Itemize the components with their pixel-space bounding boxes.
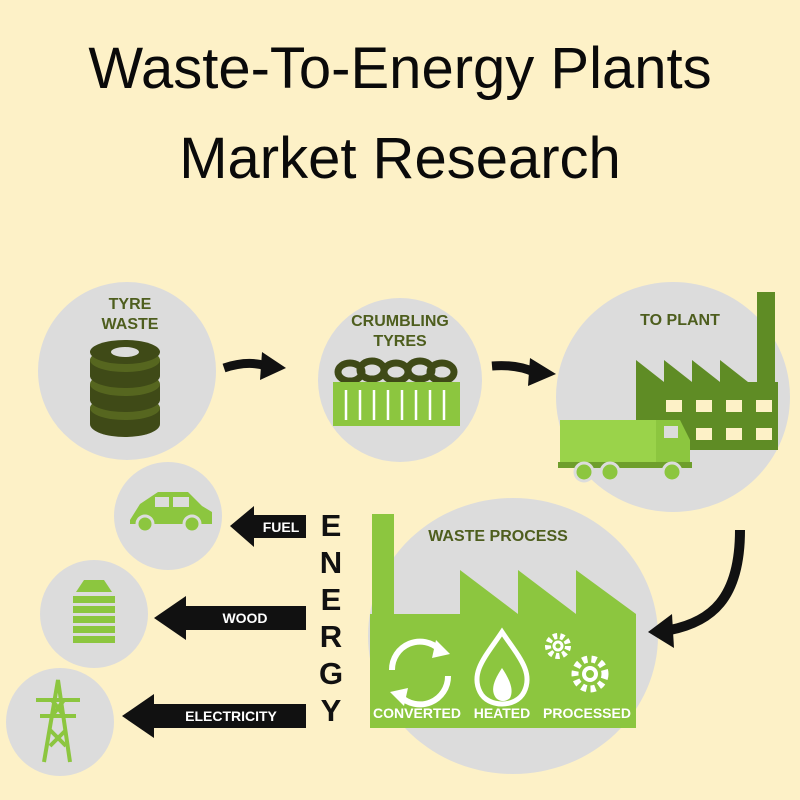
electricity-label: ELECTRICITY [185,708,277,724]
arrow-crumbling-to-plant [491,358,556,386]
crumbling-tyres-label-2: TYRES [373,333,427,350]
recycle-icon [388,638,452,708]
gears-icon [545,633,609,693]
energy-letter-g: G [318,656,344,691]
wood-circle [40,560,148,668]
page-title-line-1: Waste-To-Energy Plants [88,36,712,101]
energy-letter-n: N [319,545,343,580]
page-title-line-2: Market Research [179,126,621,191]
energy-letter-e1: E [320,508,342,543]
tyre-waste-label-1: TYRE [108,296,152,313]
waste-process-label: WASTE PROCESS [428,528,568,545]
power-tower-icon [36,679,80,763]
stage-heated-label: HEATED [473,705,531,721]
crumbling-tyres-icon [333,357,460,426]
arrow-plant-to-process [648,529,745,648]
fuel-arrow [230,506,306,547]
process-factory-icon [370,514,636,728]
flame-icon [474,627,530,707]
stage-converted-label: CONVERTED [373,705,461,721]
car-icon [130,492,212,534]
energy-letter-y: Y [320,693,342,728]
fuel-label: FUEL [262,519,300,535]
to-plant-label: TO PLANT [640,312,720,329]
electricity-arrow [122,694,306,738]
wood-label: WOOD [222,610,268,626]
truck-icon [558,420,692,483]
wood-arrow [154,596,306,640]
wood-stack-icon [73,580,115,643]
stage-processed-label: PROCESSED [543,705,631,721]
energy-letter-e2: E [320,582,342,617]
energy-letter-r: R [319,619,343,654]
tyre-waste-label-2: WASTE [101,316,159,333]
crumbling-tyres-label-1: CRUMBLING [351,313,449,330]
tyre-stack-icon [90,340,160,437]
arrow-tyre-to-crumbling [222,352,286,380]
